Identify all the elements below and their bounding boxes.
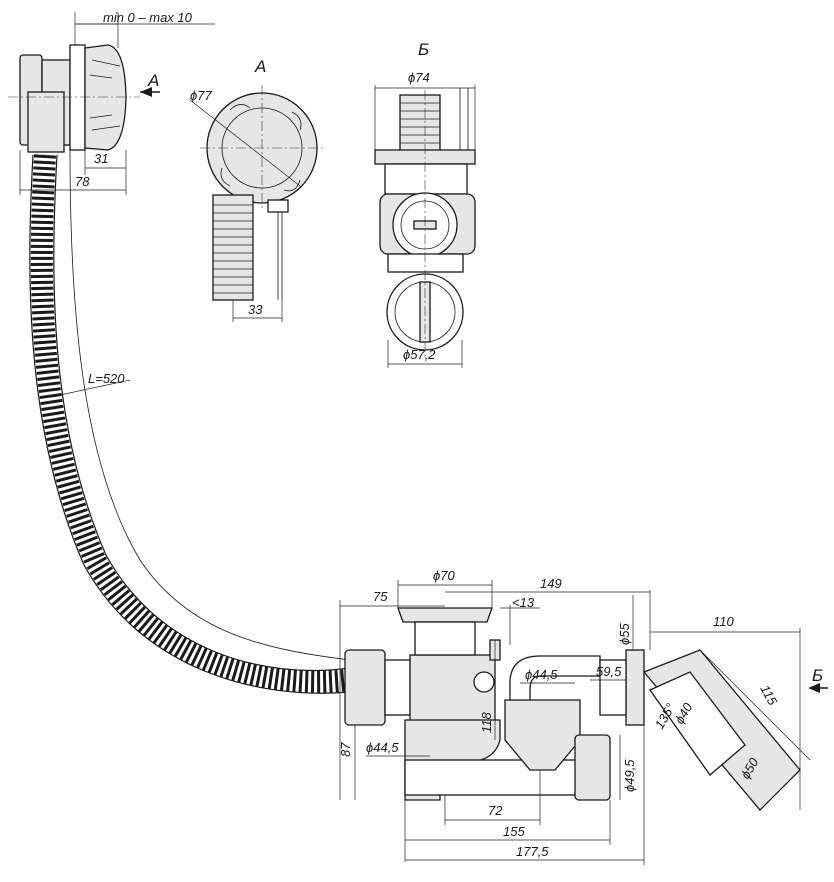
- length-155-label: 155: [503, 824, 525, 839]
- overflow-travel-label: min 0 – max 10: [103, 10, 193, 25]
- overflow-unit: min 0 – max 10 А 31 78: [8, 10, 215, 195]
- overflow-width-label: 78: [75, 174, 90, 189]
- view-a: А ϕ77 33: [189, 57, 325, 322]
- siphon-assembly: 75 ϕ70 149 <13 ϕ55 110 115 Б ϕ44,5 59,5 …: [338, 568, 828, 865]
- pipe-445-top-label: ϕ44,5: [525, 667, 558, 682]
- length-110-label: 110: [713, 614, 734, 629]
- arrow-a-label: А: [147, 71, 159, 90]
- diam-495-label: ϕ49,5: [622, 759, 637, 792]
- plug-diameter-label: ϕ70: [433, 568, 455, 583]
- arrow-b-label: Б: [812, 666, 823, 685]
- length-149-label: 149: [540, 576, 562, 591]
- a-cap-diameter-label: ϕ77: [190, 88, 212, 103]
- length-595-label: 59,5: [596, 664, 622, 679]
- length-72-label: 72: [488, 803, 503, 818]
- corrugated-hose: L=520: [29, 149, 352, 694]
- b-top-diameter-label: ϕ74: [408, 70, 430, 85]
- offset-13-label: <13: [512, 595, 535, 610]
- offset-75-label: 75: [373, 589, 388, 604]
- height-87-label: 87: [338, 742, 353, 757]
- hose-length-label: L=520: [88, 371, 125, 386]
- view-b: Б ϕ74 ϕ57,2: [374, 40, 476, 368]
- pipe-445-left-label: ϕ44,5: [366, 740, 399, 755]
- length-1775-label: 177,5: [516, 844, 549, 859]
- b-bottom-diameter-label: ϕ57,2: [403, 347, 436, 362]
- overflow-depth-label: 31: [94, 151, 108, 166]
- outlet-55-label: ϕ55: [617, 623, 632, 645]
- view-b-title: Б: [418, 40, 429, 59]
- length-115-label: 115: [757, 682, 780, 708]
- height-118-label: 118: [479, 712, 494, 733]
- a-width-label: 33: [248, 302, 263, 317]
- view-a-title: А: [254, 57, 266, 76]
